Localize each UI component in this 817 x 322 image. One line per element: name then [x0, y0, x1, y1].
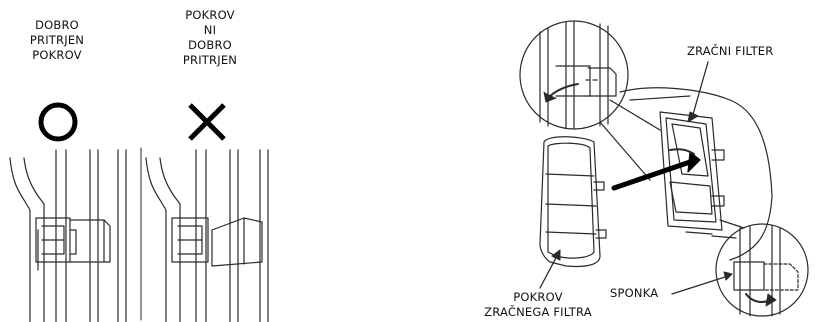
inset-connector-top-2: [600, 122, 650, 180]
air-filter-housing: [620, 88, 772, 260]
cover-pointer: [540, 254, 558, 288]
cross-icon: [190, 105, 224, 139]
insert-arrow: [614, 162, 690, 188]
correct-cover-illustration: [10, 150, 126, 322]
incorrect-cover-illustration: [146, 150, 268, 322]
clip-pointer: [672, 276, 728, 294]
inset-connector-top: [610, 100, 660, 130]
air-filter-pointer: [692, 62, 708, 118]
clip-detail-inset: [520, 21, 628, 129]
filter-cover: [540, 137, 606, 267]
circle-icon: [41, 105, 75, 139]
